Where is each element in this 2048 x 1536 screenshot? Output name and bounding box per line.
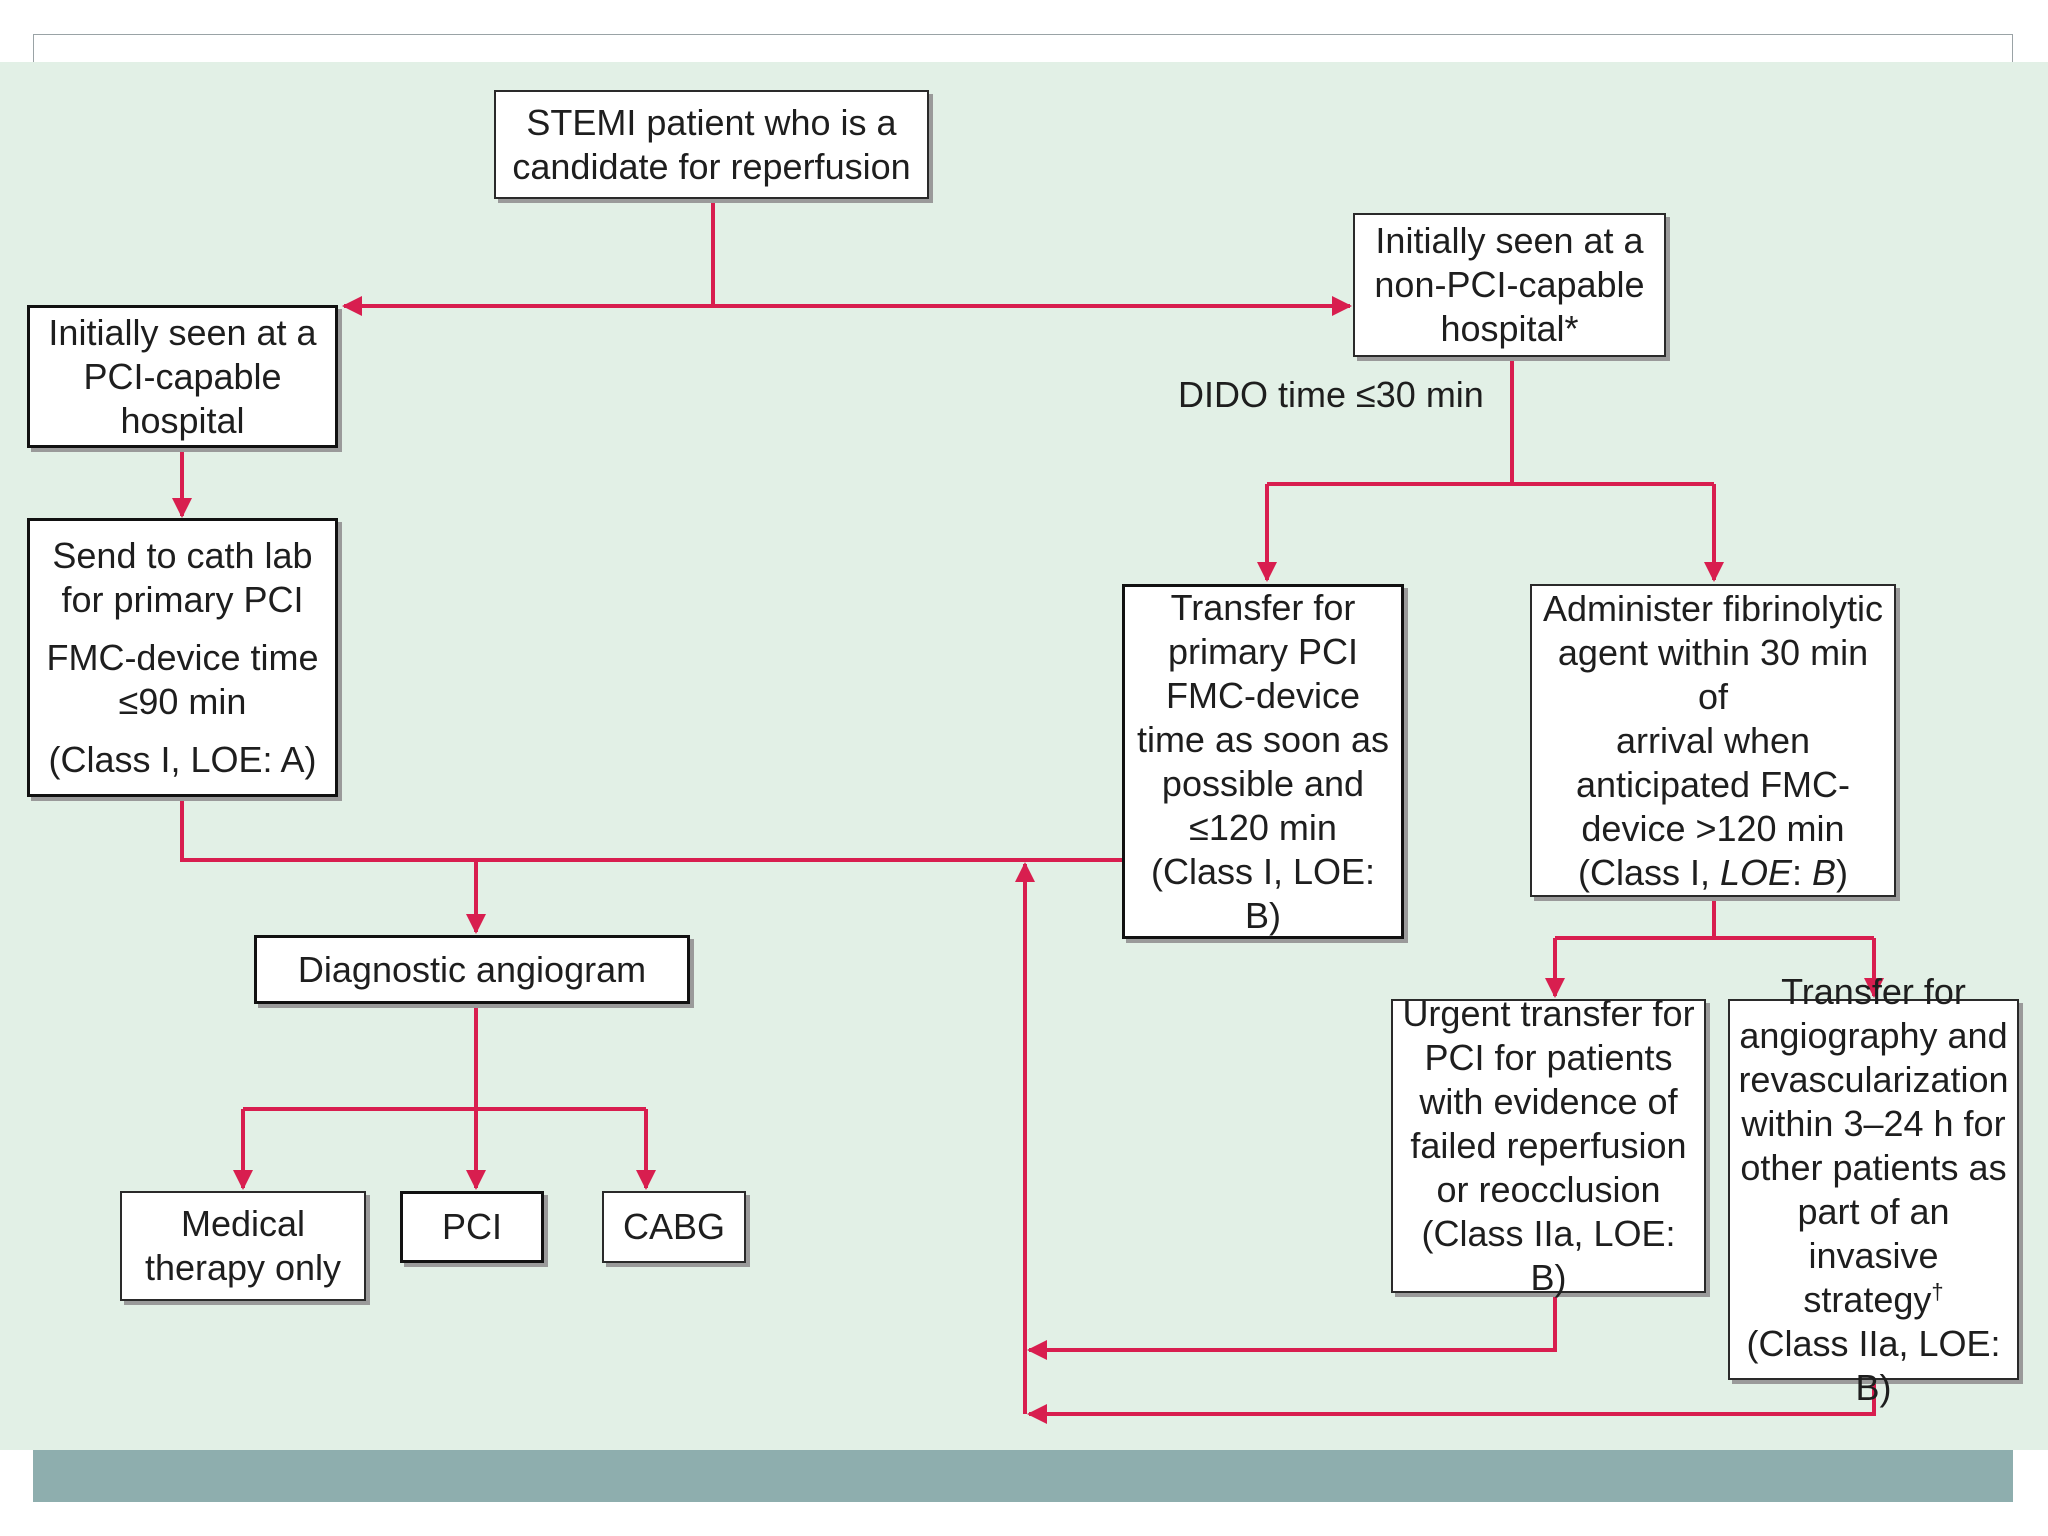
node-text: possible and: [1161, 762, 1365, 804]
footnote-dagger: †: [1931, 1278, 1944, 1304]
node-pci-capable: Initially seen at a PCI-capable hospital: [27, 305, 338, 448]
node-text: within 3–24 h for: [1741, 1102, 2006, 1144]
node-transfer-angiography: Transfer for angiography and revasculari…: [1728, 971, 2019, 1408]
node-text: therapy only: [144, 1247, 342, 1288]
node-class-label: (Class I, LOE: B): [1150, 850, 1376, 936]
node-class-label: (Class IIa, LOE: B): [1421, 1213, 1676, 1298]
footer-band: [33, 1450, 2013, 1502]
node-send-cath-lab: Send to cath lab for primary PCI FMC-dev…: [27, 518, 338, 797]
node-class-label: (Class I, LOE: A): [48, 738, 317, 780]
node-text: revascularization: [1738, 1058, 2009, 1100]
node-text: PCI-capable: [83, 355, 282, 397]
node-text: with evidence of: [1419, 1081, 1678, 1122]
node-text: invasive strategy†: [1803, 1234, 1944, 1320]
node-text: hospital: [120, 399, 245, 441]
node-text: Initially seen at a: [48, 311, 317, 353]
node-text: candidate for reperfusion: [512, 145, 911, 187]
node-class-label: (Class IIa, LOE: B): [1746, 1322, 2001, 1408]
node-transfer-primary-pci: Transfer for primary PCI FMC-device time…: [1122, 584, 1404, 939]
node-text: Initially seen at a: [1375, 220, 1644, 261]
node-text: ≤120 min: [1189, 806, 1337, 848]
node-text: CABG: [622, 1206, 726, 1247]
node-text: Diagnostic angiogram: [297, 948, 647, 990]
node-cabg: CABG: [602, 1191, 746, 1263]
node-text: FMC-device time: [46, 636, 319, 678]
node-text: STEMI patient who is a: [526, 101, 897, 143]
node-text: PCI: [441, 1206, 502, 1247]
node-text: angiography and: [1739, 1014, 2008, 1056]
node-text: other patients as: [1740, 1146, 2007, 1188]
node-fibrinolytic: Administer fibrinolytic agent within 30 …: [1530, 584, 1896, 897]
node-text: for primary PCI: [61, 578, 304, 620]
node-text: ≤90 min: [118, 680, 247, 722]
node-text: agent within 30 min of: [1557, 631, 1869, 717]
node-pci: PCI: [400, 1191, 544, 1263]
node-diagnostic-angiogram: Diagnostic angiogram: [254, 935, 690, 1004]
node-text: FMC-device: [1165, 674, 1361, 716]
node-text: primary PCI: [1167, 630, 1359, 672]
node-text: time as soon as: [1136, 718, 1390, 760]
node-text: hospital*: [1440, 308, 1579, 349]
slide-top-frame: [33, 34, 2013, 62]
node-class-label: (Class I, LOE: B): [1577, 851, 1849, 893]
node-text: Transfer for: [1170, 586, 1356, 628]
node-text: Administer fibrinolytic: [1542, 587, 1884, 629]
node-text: device >120 min: [1581, 807, 1845, 849]
node-text: Send to cath lab: [52, 534, 313, 576]
node-text: anticipated FMC-: [1575, 763, 1851, 805]
node-text: part of an: [1797, 1190, 1950, 1232]
node-text: Urgent transfer for: [1402, 993, 1695, 1034]
node-text: Transfer for: [1781, 970, 1966, 1012]
node-text: or reocclusion: [1436, 1169, 1661, 1210]
connector-cath-lab-merge: [180, 797, 1122, 862]
dido-time-label: DIDO time ≤30 min: [1178, 374, 1484, 415]
node-text: failed reperfusion: [1410, 1125, 1687, 1166]
arrow-angiography-return: [1027, 1380, 1876, 1424]
node-medical-therapy: Medical therapy only: [120, 1191, 366, 1301]
node-non-pci-capable: Initially seen at a non-PCI-capable hosp…: [1353, 213, 1666, 357]
node-urgent-transfer: Urgent transfer for PCI for patients wit…: [1391, 993, 1706, 1298]
node-stemi-patient: STEMI patient who is a candidate for rep…: [494, 90, 929, 199]
node-text: arrival when: [1615, 719, 1811, 761]
arrow-urgent-return: [1027, 1293, 1557, 1360]
node-text: Medical: [180, 1203, 306, 1244]
node-text: non-PCI-capable: [1374, 264, 1645, 305]
node-text: PCI for patients: [1424, 1037, 1673, 1078]
